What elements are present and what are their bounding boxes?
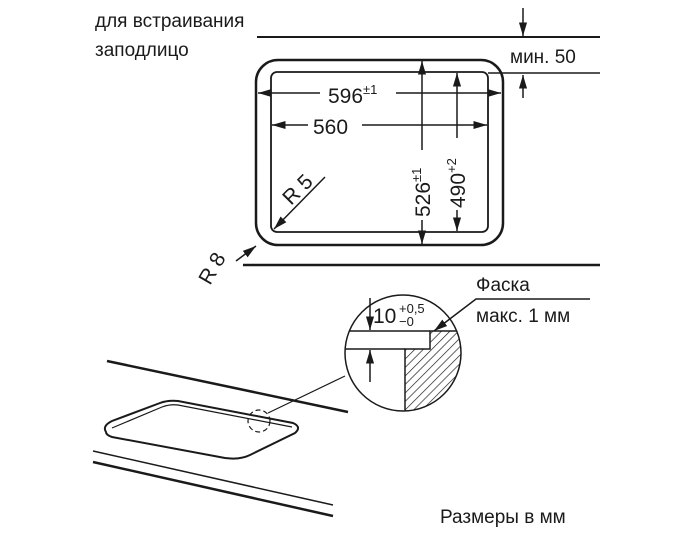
chamfer-title: Фаска (476, 275, 530, 296)
countertop-front-edge-bottom (92, 460, 334, 518)
detail-marker-circle (247, 409, 271, 433)
recess-tol-plus: +0,5 (399, 301, 425, 316)
recess-tol-minus: −0 (399, 314, 414, 329)
recess-depth-label: 10 (373, 305, 396, 328)
r8-label: R 8 (194, 249, 230, 289)
dim-560-label: 560 (313, 116, 348, 139)
cutout-perspective (103, 399, 299, 460)
dim-596-label: 596±1 (328, 82, 377, 108)
chamfer-detail: 10 +0,5 −0 Фаска макс. 1 мм (344, 275, 590, 412)
flush-label-line1: для встраивания (95, 11, 244, 32)
r8-leader (235, 245, 257, 262)
dim-526-label: 526±1 (409, 168, 435, 217)
flush-label-line2: заподлицо (95, 40, 189, 61)
chamfer-max-label: макс. 1 мм (476, 306, 570, 327)
dim-490-label: 490+2 (444, 158, 470, 208)
chamfer-leader (433, 298, 590, 332)
perspective-view (92, 359, 349, 518)
countertop-front-edge-top (92, 450, 334, 506)
r5-leader (273, 176, 326, 230)
detail-leader (267, 375, 346, 414)
top-view: мин. 50 596±1 560 526±1 490+2 R 5 R 8 (194, 8, 600, 289)
r5-label: R 5 (278, 170, 317, 209)
hob-outline (254, 58, 505, 247)
detail-circle (344, 294, 462, 412)
units-note: Размеры в мм (440, 507, 566, 528)
countertop-back-edge (106, 359, 349, 414)
min-gap-label: мин. 50 (510, 47, 576, 68)
cutout-outline (270, 71, 489, 233)
